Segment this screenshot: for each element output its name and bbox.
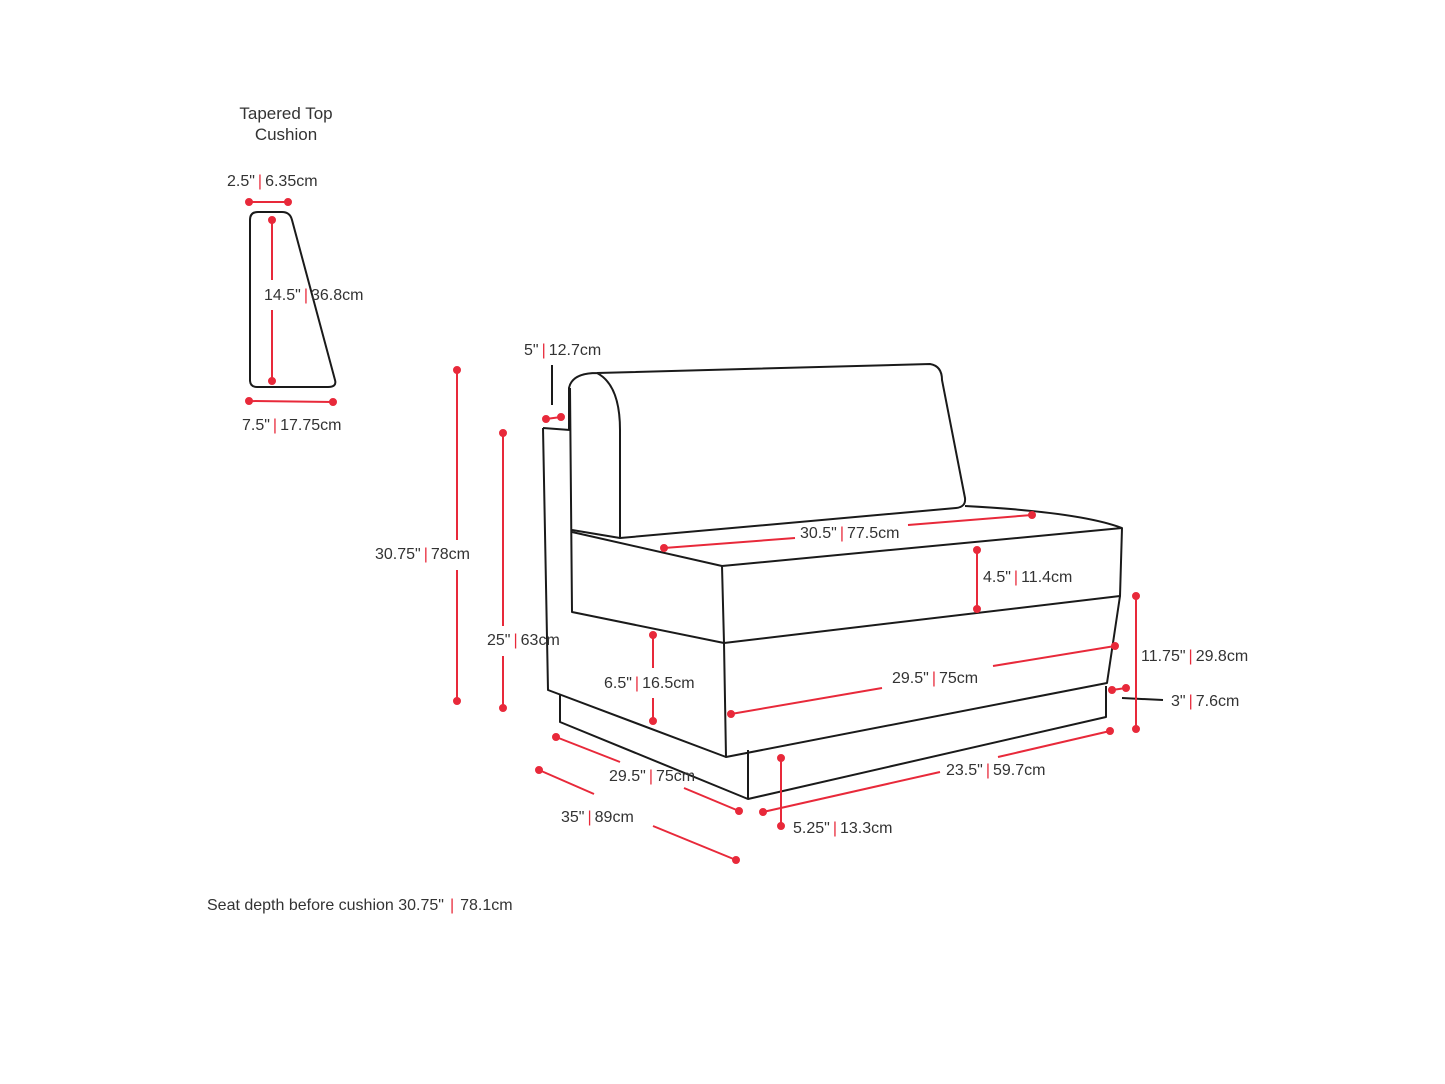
- metric-value: 7.6cm: [1195, 693, 1240, 710]
- back-cushion-outline: [568, 363, 967, 539]
- imperial-value: 35": [561, 809, 585, 826]
- separator: |: [303, 287, 308, 304]
- metric-value: 75cm: [938, 670, 979, 687]
- plinth-outline: [559, 686, 1107, 800]
- separator: |: [1013, 569, 1019, 586]
- imperial-value: 5.25": [793, 820, 830, 837]
- metric-value: 29.8cm: [1195, 648, 1249, 665]
- separator: |: [513, 632, 518, 649]
- metric-value: 36.8cm: [310, 287, 364, 304]
- imperial-value: 5": [524, 342, 539, 359]
- dim-cushion-height: 14.5"|36.8cm: [264, 287, 363, 305]
- arm-outline: [542, 427, 727, 758]
- metric-value: 78cm: [430, 546, 470, 563]
- dim-arm-height: 25"|63cm: [487, 632, 560, 650]
- imperial-value: 3": [1171, 693, 1186, 710]
- metric-value: 75cm: [655, 768, 696, 785]
- imperial-value: 29.5": [892, 670, 929, 687]
- imperial-value: 30.5": [800, 525, 837, 542]
- cushion-title-line1: Tapered Top: [239, 104, 333, 123]
- imperial-value: 30.75": [375, 546, 421, 563]
- metric-value: 16.5cm: [642, 675, 695, 692]
- dim-plinth-width: 23.5"|59.7cm: [946, 762, 1045, 780]
- base-outline: [723, 595, 1121, 758]
- dim-cushion-bottom: 7.5"|17.75cm: [242, 417, 341, 435]
- tapered-cushion-outline: [249, 211, 337, 388]
- note-metric: 78.1cm: [460, 897, 513, 914]
- imperial-value: 6.5": [604, 675, 632, 692]
- dim-cushion-thickness: 4.5"|11.4cm: [983, 569, 1072, 587]
- dim-base-height-right: 11.75"|29.8cm: [1141, 648, 1248, 666]
- dim-cushion-top: 2.5"|6.35cm: [227, 173, 318, 191]
- imperial-value: 2.5": [227, 173, 255, 190]
- seat-depth-note: Seat depth before cushion 30.75" | 78.1cm: [207, 897, 513, 915]
- imperial-value: 11.75": [1141, 648, 1186, 665]
- dim-plinth-inset: 3"|7.6cm: [1171, 693, 1239, 711]
- dim-back-thickness: 5"|12.7cm: [524, 342, 601, 360]
- separator: |: [449, 897, 455, 914]
- dim-base-height-left: 6.5"|16.5cm: [604, 675, 695, 693]
- separator: |: [272, 417, 278, 434]
- imperial-value: 23.5": [946, 762, 983, 779]
- dim-total-height: 30.75"|78cm: [375, 546, 470, 564]
- note-text: Seat depth before cushion 30.75": [207, 897, 444, 914]
- metric-value: 13.3cm: [839, 820, 893, 837]
- metric-value: 11.4cm: [1021, 569, 1073, 586]
- separator: |: [423, 546, 428, 563]
- metric-value: 6.35cm: [265, 173, 318, 190]
- separator: |: [832, 820, 837, 837]
- dimension-lines: [245, 198, 1140, 864]
- separator: |: [541, 342, 546, 359]
- separator: |: [985, 762, 990, 779]
- separator: |: [839, 525, 844, 542]
- separator: |: [634, 675, 640, 692]
- imperial-value: 7.5": [242, 417, 270, 434]
- imperial-value: 29.5": [609, 768, 646, 785]
- imperial-value: 14.5": [264, 287, 301, 304]
- seat-cushion-outline: [569, 387, 1123, 644]
- dim-total-depth: 35"|89cm: [561, 809, 634, 827]
- dim-side-depth: 29.5"|75cm: [609, 768, 695, 786]
- metric-value: 63cm: [520, 632, 560, 649]
- separator: |: [257, 173, 263, 190]
- metric-value: 17.75cm: [280, 417, 342, 434]
- separator: |: [587, 809, 592, 826]
- dim-plinth-height: 5.25"|13.3cm: [793, 820, 892, 838]
- back-thickness-leader: [551, 365, 1164, 701]
- cushion-title: Tapered Top Cushion: [226, 103, 346, 145]
- metric-value: 59.7cm: [992, 762, 1046, 779]
- metric-value: 77.5cm: [846, 525, 900, 542]
- imperial-value: 4.5": [983, 569, 1011, 586]
- separator: |: [1188, 648, 1193, 665]
- dim-seat-width: 30.5"|77.5cm: [800, 525, 899, 543]
- metric-value: 89cm: [594, 809, 634, 826]
- separator: |: [648, 768, 653, 785]
- metric-value: 12.7cm: [548, 342, 602, 359]
- separator: |: [931, 670, 936, 687]
- cushion-title-line2: Cushion: [254, 125, 318, 144]
- dim-front-width: 29.5"|75cm: [892, 670, 978, 688]
- imperial-value: 25": [487, 632, 511, 649]
- separator: |: [1188, 693, 1193, 710]
